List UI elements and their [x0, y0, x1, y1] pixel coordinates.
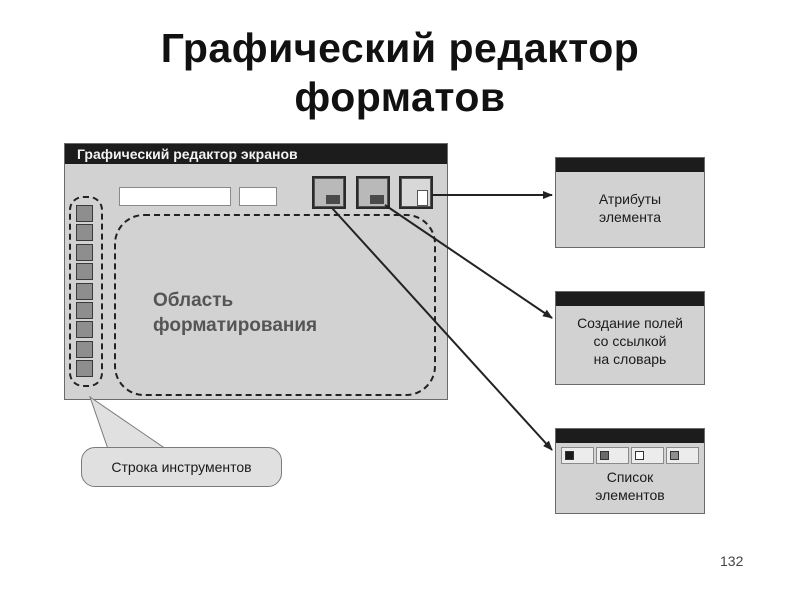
tool-button[interactable] [76, 243, 93, 261]
editor-window-title: Графический редактор экранов [65, 144, 447, 164]
formatting-area-label-line-1: Область [153, 290, 234, 311]
tool-button[interactable] [76, 340, 93, 358]
element-list-callout-text: Список элементов [556, 468, 704, 504]
tool-button[interactable] [76, 360, 93, 378]
callout-titlebar [556, 158, 704, 172]
attributes-icon [314, 178, 344, 207]
formatting-area[interactable] [114, 214, 436, 396]
arrow-to-element-list [331, 207, 553, 451]
text-field-wide[interactable] [119, 187, 231, 206]
slide-title-line-1: Графический редактор [160, 25, 640, 71]
tool-button[interactable] [76, 224, 93, 242]
page-number: 132 [720, 553, 744, 569]
element-swatch-icon [600, 451, 609, 460]
attributes-callout-text: Атрибуты элемента [556, 190, 704, 226]
formatting-area-label: Область форматирования [153, 288, 317, 338]
attributes-callout-line-2: элемента [599, 209, 661, 225]
element-swatch-icon [635, 451, 644, 460]
toolbar-speech-bubble: Строка инструментов [81, 447, 282, 487]
element-list-callout: Список элементов [555, 428, 705, 514]
dictionary-fields-button[interactable] [356, 176, 390, 209]
tool-button[interactable] [76, 302, 93, 319]
dictionary-icon [358, 178, 388, 207]
tool-button[interactable] [76, 282, 93, 300]
dictionary-fields-callout-line-1: Создание полей [577, 315, 683, 331]
list-item[interactable] [666, 447, 699, 464]
dictionary-fields-callout-text: Создание полей со ссылкой на словарь [556, 314, 704, 368]
text-field-narrow[interactable] [239, 187, 277, 206]
list-item[interactable] [631, 447, 664, 464]
element-list-row [561, 447, 699, 465]
callout-titlebar [556, 429, 704, 443]
screen-editor-window: Графический редактор экранов Область фор… [64, 143, 448, 400]
element-list-callout-line-1: Список [606, 469, 654, 485]
dictionary-fields-callout-line-3: на словарь [593, 351, 667, 367]
list-item[interactable] [561, 447, 594, 464]
arrow-to-dictionary-fields [384, 204, 553, 319]
element-list-callout-line-2: элементов [595, 487, 665, 503]
toolbar-outline [69, 196, 103, 387]
tool-button[interactable] [76, 321, 93, 339]
element-list-button[interactable] [399, 176, 433, 209]
slide-title: Графический редактор форматов [0, 24, 800, 122]
attributes-callout: Атрибуты элемента [555, 157, 705, 248]
element-swatch-icon [670, 451, 679, 460]
formatting-area-label-line-2: форматирования [153, 315, 318, 336]
list-item[interactable] [596, 447, 629, 464]
callout-titlebar [556, 292, 704, 306]
dictionary-fields-callout: Создание полей со ссылкой на словарь [555, 291, 705, 385]
element-attributes-button[interactable] [312, 176, 346, 209]
attributes-callout-line-1: Атрибуты [598, 191, 662, 207]
slide-title-line-2: форматов [294, 74, 506, 120]
dictionary-fields-callout-line-2: со ссылкой [593, 333, 667, 349]
tool-button[interactable] [76, 205, 93, 222]
element-list-icon [401, 178, 431, 207]
element-swatch-icon [565, 451, 574, 460]
tool-button[interactable] [76, 263, 93, 281]
bubble-tail [89, 395, 168, 450]
